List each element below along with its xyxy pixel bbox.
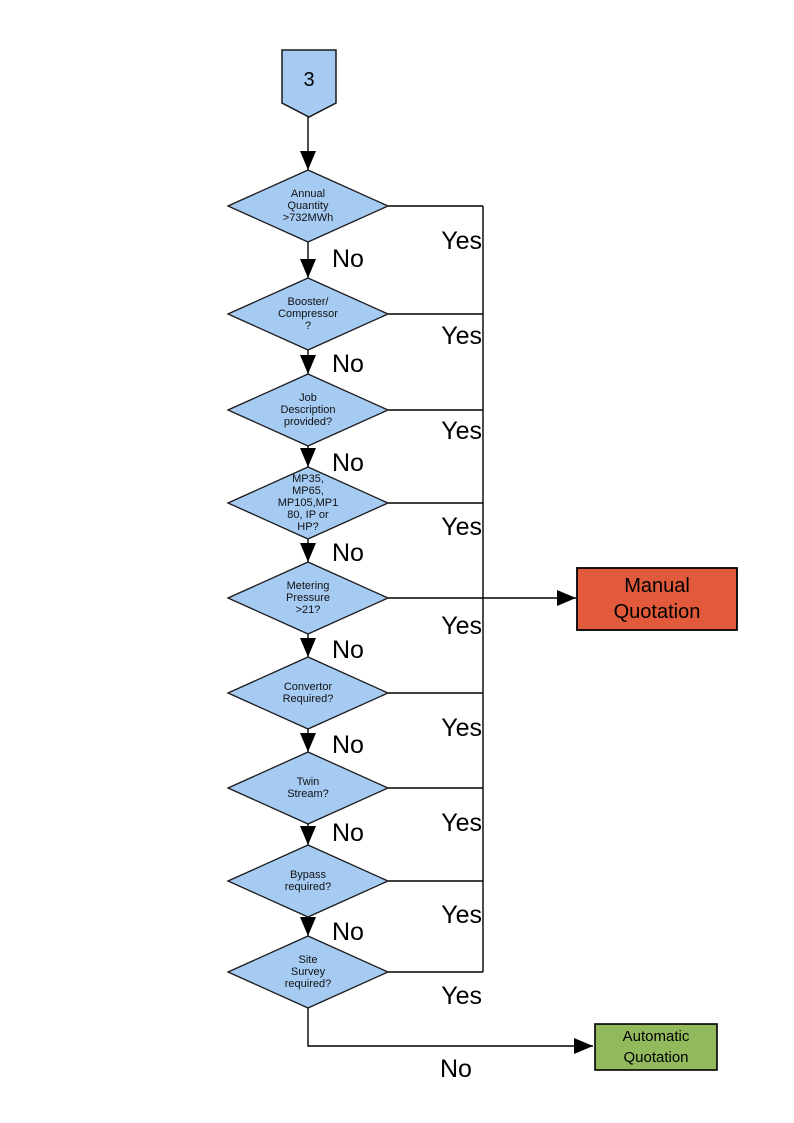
- diamond-booster-compressor: [226, 277, 390, 351]
- automatic-quotation-box: [594, 1023, 718, 1071]
- decision-label-job-description: Job Description provided?: [280, 392, 336, 428]
- decision-label-twin-stream: Twin Stream?: [287, 776, 329, 800]
- manual-quotation-box: [576, 567, 738, 631]
- offpage-connector-label: 3: [303, 68, 315, 91]
- diamond-mp-range: [226, 466, 390, 540]
- diamond-bypass: [226, 844, 390, 918]
- decision-label-booster-compressor: Booster/ Compressor ?: [278, 296, 338, 332]
- decision-label-annual-quantity: Annual Quantity >732MWh: [282, 188, 334, 224]
- no-label: No: [332, 245, 364, 273]
- offpage-connector-shape: [281, 49, 337, 118]
- diamond-annual-quantity: [226, 169, 390, 243]
- diamond-convertor: [226, 656, 390, 730]
- no-label: No: [332, 731, 364, 759]
- yes-label: Yes: [441, 417, 482, 445]
- yes-label: Yes: [441, 227, 482, 255]
- no-label: No: [332, 449, 364, 477]
- yes-label: Yes: [441, 809, 482, 837]
- no-label: No: [332, 636, 364, 664]
- manual-quotation-label: Manual Quotation: [613, 575, 701, 623]
- no-label: No: [440, 1055, 472, 1083]
- no-label: No: [332, 819, 364, 847]
- diamond-metering-pressure: [226, 561, 390, 635]
- yes-label: Yes: [441, 714, 482, 742]
- decision-label-site-survey: Site Survey required?: [284, 954, 332, 990]
- yes-label: Yes: [441, 612, 482, 640]
- decision-label-bypass: Bypass required?: [284, 869, 332, 893]
- diamond-twin-stream: [226, 751, 390, 825]
- decision-label-convertor: Convertor Required?: [282, 681, 334, 705]
- yes-label: Yes: [441, 901, 482, 929]
- yes-label: Yes: [441, 322, 482, 350]
- no-arrow-to-automatic-quotation: [307, 1008, 593, 1054]
- no-label: No: [332, 918, 364, 946]
- yes-label: Yes: [441, 982, 482, 1010]
- no-label: No: [332, 350, 364, 378]
- yes-label: Yes: [441, 513, 482, 541]
- diamond-job-description: [226, 373, 390, 447]
- no-label: No: [332, 539, 364, 567]
- decision-label-mp-range: MP35, MP65, MP105,MP1 80, IP or HP?: [277, 473, 339, 533]
- automatic-quotation-label: Automatic Quotation: [622, 1028, 690, 1066]
- diamond-site-survey: [226, 935, 390, 1009]
- decision-label-metering-pressure: Metering Pressure >21?: [285, 580, 331, 616]
